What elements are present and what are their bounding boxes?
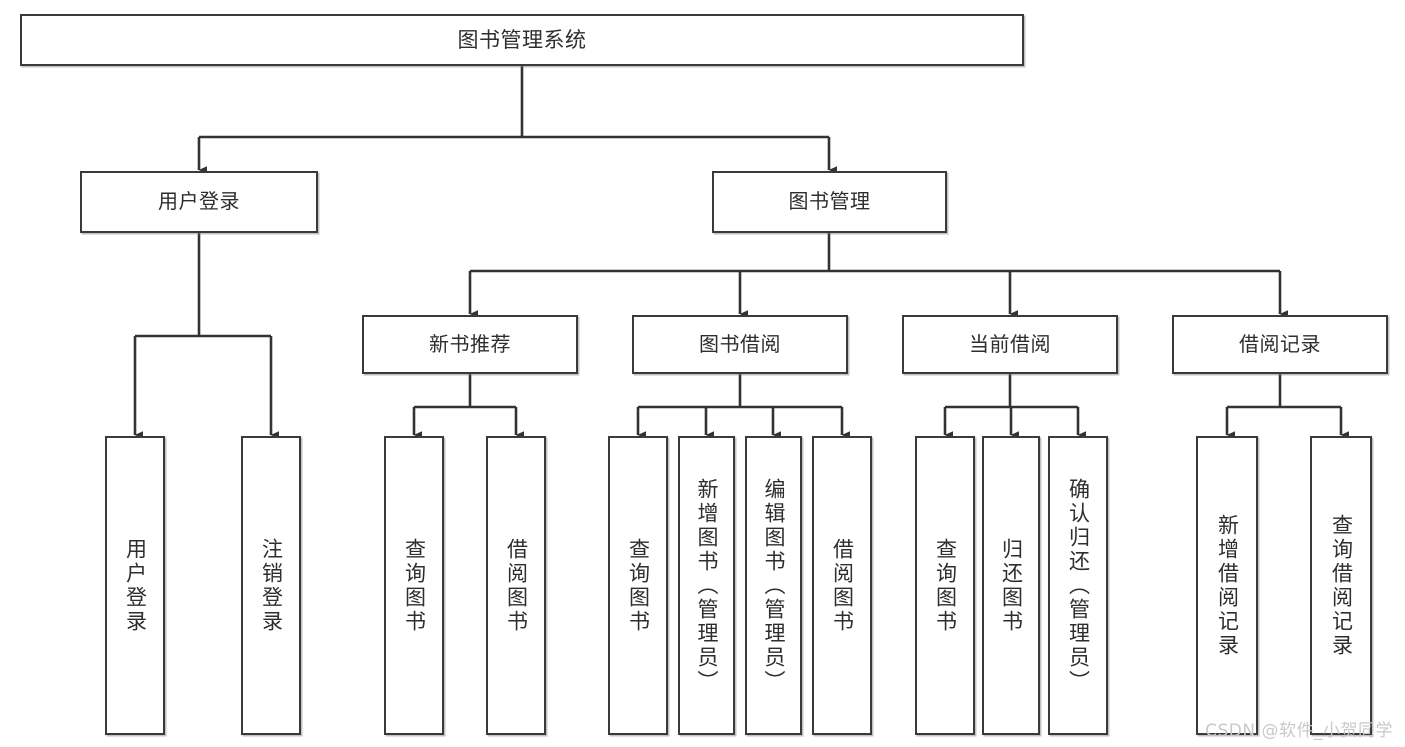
node-label-borrow-record: 借阅记录 — [1239, 331, 1321, 356]
node-label-leaf-logout: 注销登录 — [259, 537, 284, 634]
node-leaf-add-book[interactable]: 新增图书（管理员） — [678, 436, 735, 735]
node-leaf-return-book[interactable]: 归还图书 — [982, 436, 1040, 735]
node-label-leaf-user-login: 用户登录 — [123, 537, 148, 634]
node-leaf-query-record[interactable]: 查询借阅记录 — [1310, 436, 1372, 735]
node-label-root: 图书管理系统 — [457, 27, 587, 52]
node-new-book-recommend[interactable]: 新书推荐 — [362, 315, 578, 374]
node-root[interactable]: 图书管理系统 — [20, 14, 1024, 66]
node-label-leaf-return-book: 归还图书 — [999, 537, 1024, 634]
node-current-borrow[interactable]: 当前借阅 — [902, 315, 1118, 374]
node-leaf-borrow-book-1[interactable]: 借阅图书 — [486, 436, 546, 735]
node-label-user-login: 用户登录 — [158, 189, 240, 214]
node-label-leaf-confirm-return: 确认归还（管理员） — [1066, 477, 1091, 694]
node-label-leaf-query-book-1: 查询图书 — [402, 537, 427, 634]
node-label-leaf-query-record: 查询借阅记录 — [1329, 513, 1354, 658]
node-leaf-borrow-book-2[interactable]: 借阅图书 — [812, 436, 872, 735]
node-leaf-query-book-1[interactable]: 查询图书 — [384, 436, 444, 735]
watermark-credit: CSDN @软件_小贺同学 — [1205, 721, 1393, 741]
node-leaf-add-record[interactable]: 新增借阅记录 — [1196, 436, 1258, 735]
node-borrow-record[interactable]: 借阅记录 — [1172, 315, 1388, 374]
node-leaf-query-book-3[interactable]: 查询图书 — [915, 436, 975, 735]
node-leaf-logout[interactable]: 注销登录 — [241, 436, 301, 735]
node-label-book-borrow: 图书借阅 — [699, 331, 781, 356]
node-leaf-edit-book[interactable]: 编辑图书（管理员） — [745, 436, 802, 735]
node-label-book-manage: 图书管理 — [788, 189, 871, 214]
node-leaf-user-login[interactable]: 用户登录 — [105, 436, 165, 735]
node-label-leaf-borrow-book-1: 借阅图书 — [504, 537, 529, 634]
node-label-new-book-recommend: 新书推荐 — [429, 331, 511, 356]
node-label-leaf-add-record: 新增借阅记录 — [1215, 513, 1240, 658]
node-label-leaf-borrow-book-2: 借阅图书 — [830, 537, 855, 634]
node-user-login[interactable]: 用户登录 — [80, 171, 318, 233]
node-label-leaf-add-book: 新增图书（管理员） — [695, 477, 719, 694]
node-label-leaf-edit-book: 编辑图书（管理员） — [762, 477, 786, 694]
node-leaf-query-book-2[interactable]: 查询图书 — [608, 436, 668, 735]
node-label-leaf-query-book-2: 查询图书 — [626, 537, 651, 634]
node-label-current-borrow: 当前借阅 — [969, 331, 1051, 356]
node-leaf-confirm-return[interactable]: 确认归还（管理员） — [1048, 436, 1108, 735]
node-book-borrow[interactable]: 图书借阅 — [632, 315, 848, 374]
edges-group — [133, 66, 1350, 439]
node-label-leaf-query-book-3: 查询图书 — [933, 537, 958, 634]
node-book-manage[interactable]: 图书管理 — [712, 171, 947, 233]
